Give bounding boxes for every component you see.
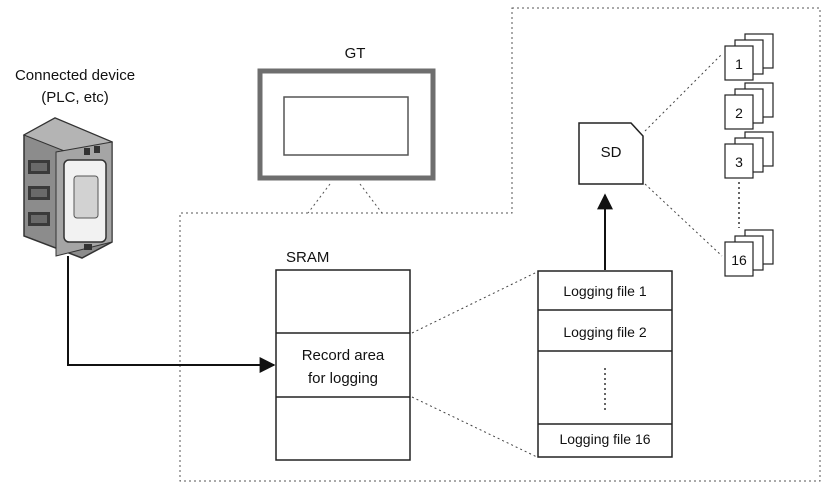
record-area-label-line1: Record area [302, 347, 385, 364]
sd-card-icon [578, 122, 644, 185]
logging-file-2-label: Logging file 2 [563, 324, 647, 340]
gt-boundary [179, 7, 821, 482]
sd-file-1-label: 1 [735, 56, 743, 72]
sd-file-stack-3: 3 [724, 131, 774, 179]
connected-device: Connected device (PLC, etc) [15, 67, 135, 259]
gt-display [283, 96, 409, 156]
sd-file-3-label: 3 [735, 154, 743, 170]
sd-card: SD [578, 122, 644, 185]
device-to-sram-arrow [67, 256, 276, 373]
sd-file-16-label: 16 [731, 252, 747, 268]
sd-file-stack-1: 1 [724, 33, 774, 81]
plc-icon [22, 117, 114, 259]
sram: SRAM Record area for logging [275, 249, 411, 461]
sd-file-2-label: 2 [735, 105, 743, 121]
logging-files-block [537, 270, 673, 458]
sd-label: SD [601, 144, 622, 161]
gt-unit: GT [257, 45, 436, 214]
sram-block [275, 269, 411, 461]
record-area-label-line2: for logging [308, 370, 378, 387]
sd-file-stack-2: 2 [724, 82, 774, 130]
logging-file-1-label: Logging file 1 [563, 283, 647, 299]
logging-file-16-label: Logging file 16 [559, 431, 650, 447]
device-name-label: Connected device [15, 67, 135, 84]
sram-label: SRAM [286, 249, 329, 266]
device-subtitle-label: (PLC, etc) [41, 89, 109, 106]
sd-file-stack-16: 16 [724, 229, 774, 277]
logging-files: Logging file 1 Logging file 2 Logging fi… [537, 270, 673, 458]
gt-label: GT [345, 45, 366, 62]
